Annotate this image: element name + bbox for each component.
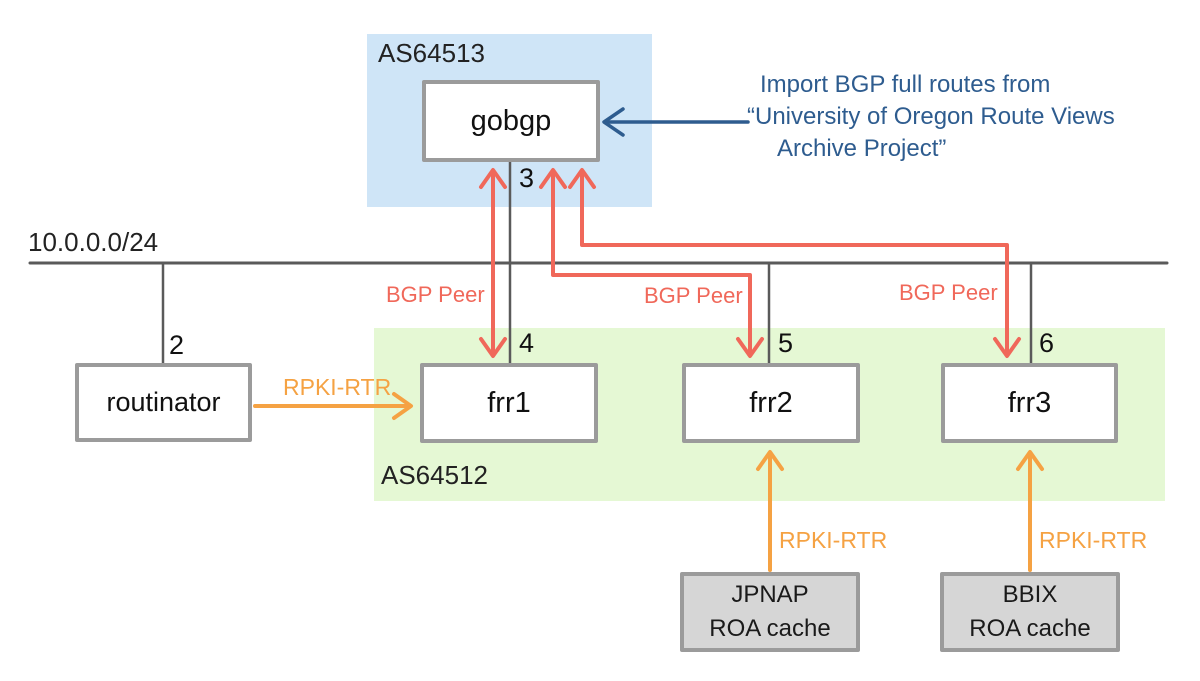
jpnap-label-line2: ROA cache <box>709 615 831 642</box>
gobgp-node: gobgp <box>422 80 600 162</box>
routinator-label: routinator <box>106 387 221 417</box>
bbix-roa-cache-node: BBIX ROA cache <box>940 572 1120 652</box>
frr3-node: frr3 <box>941 363 1118 443</box>
rpki-rtr-arrow-frr3 <box>1016 450 1044 572</box>
jpnap-roa-cache-node: JPNAP ROA cache <box>680 572 860 652</box>
port-label-gobgp: 3 <box>519 163 535 193</box>
bgp-peer-label-frr1: BGP Peer <box>386 282 485 307</box>
rpki-rtr-label-frr2: RPKI-RTR <box>779 527 888 553</box>
frr2-node: frr2 <box>682 363 860 443</box>
frr2-label: frr2 <box>749 386 793 419</box>
as64512-label: AS64512 <box>381 460 488 490</box>
routinator-node: routinator <box>75 363 252 442</box>
port-label-frr1: 4 <box>519 328 535 358</box>
bgp-peer-arrow-frr1 <box>479 168 507 358</box>
rpki-rtr-label-frr1: RPKI-RTR <box>283 374 392 400</box>
rpki-rtr-label-frr3: RPKI-RTR <box>1039 527 1148 553</box>
port-label-frr3: 6 <box>1039 328 1055 358</box>
jpnap-label-line1: JPNAP <box>731 581 809 608</box>
bbix-label-line1: BBIX <box>1002 581 1058 608</box>
frr3-label: frr3 <box>1007 386 1052 419</box>
frr1-node: frr1 <box>420 363 598 443</box>
import-routes-annotation: Import BGP full routes from “University … <box>747 69 1115 165</box>
annotation-line-3: Archive Project” <box>777 135 947 162</box>
lan-cidr-label: 10.0.0.0/24 <box>28 227 159 257</box>
annotation-line-2: “University of Oregon Route Views <box>747 103 1115 130</box>
port-label-routinator: 2 <box>169 330 185 360</box>
bbix-label-line2: ROA cache <box>969 615 1091 642</box>
bgp-peer-label-frr2: BGP Peer <box>644 283 743 308</box>
bgp-peer-arrow-frr2 <box>539 168 764 358</box>
rpki-rtr-arrow-frr2 <box>756 450 784 572</box>
port-label-frr2: 5 <box>778 328 794 358</box>
as64513-label: AS64513 <box>378 38 485 68</box>
import-routes-arrow <box>602 107 750 137</box>
bgp-peer-arrow-frr3 <box>568 168 1021 358</box>
rpki-rtr-arrow-frr1 <box>253 392 413 420</box>
annotation-line-1: Import BGP full routes from <box>760 71 1051 98</box>
gobgp-label: gobgp <box>470 104 552 137</box>
frr1-label: frr1 <box>487 386 531 419</box>
bgp-peer-label-frr3: BGP Peer <box>899 280 998 305</box>
